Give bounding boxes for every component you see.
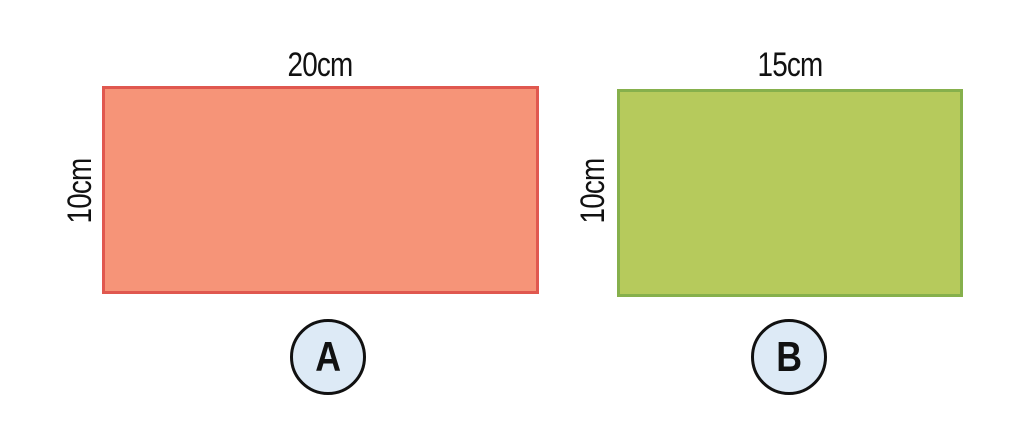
badge-a: A xyxy=(290,319,366,395)
rectangle-b-height-label: 10cm xyxy=(574,158,612,224)
badge-a-label: A xyxy=(315,333,341,380)
rectangle-b-width-label: 15cm xyxy=(757,46,824,84)
badge-b: B xyxy=(751,319,827,395)
rectangle-a-height-label: 10cm xyxy=(61,158,99,224)
rectangle-a-width-label: 20cm xyxy=(287,46,354,84)
rectangle-b xyxy=(617,89,963,297)
rectangle-a xyxy=(102,86,539,294)
badge-b-label: B xyxy=(776,333,802,380)
